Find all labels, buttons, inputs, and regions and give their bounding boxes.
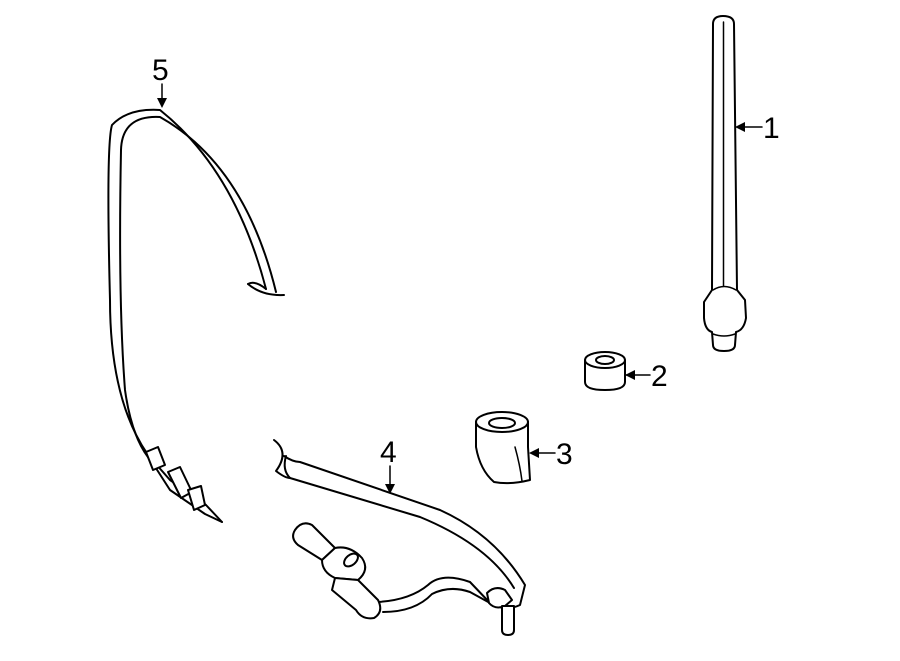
callout-5-label: 5 [152,54,169,87]
callout-4: 4 [380,436,397,494]
callout-4-label: 4 [380,436,397,469]
callout-1-label: 1 [763,112,780,145]
callout-3-label: 3 [556,438,573,471]
antenna-cable-part [107,108,285,523]
callout-2: 2 [625,360,668,393]
spacer-ring-part [584,351,626,391]
callout-2-label: 2 [651,360,668,393]
antenna-mast-part [703,15,747,352]
base-adapter-part [475,411,531,485]
callout-1: 1 [735,112,780,145]
callout-3: 3 [529,438,573,471]
callout-5: 5 [152,54,169,108]
cable-connector-part [273,439,526,636]
